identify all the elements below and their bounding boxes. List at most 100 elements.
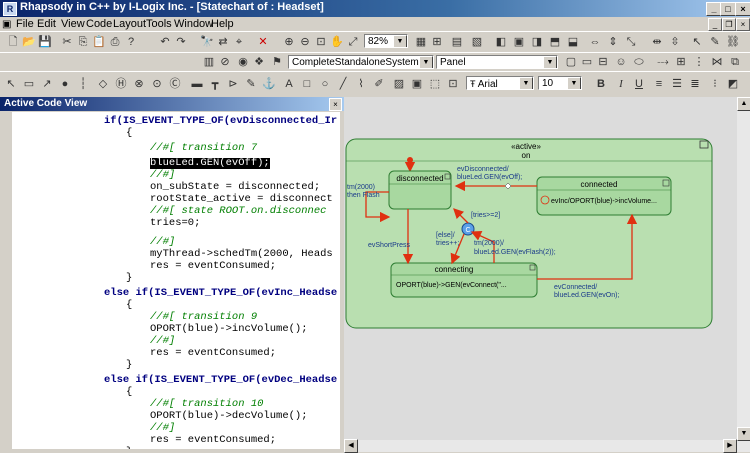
delete-icon[interactable]: ✕ <box>258 36 268 48</box>
history-icon[interactable]: Ⓗ <box>115 78 127 90</box>
line-tool-icon[interactable]: ╱ <box>339 78 347 90</box>
open-folder-icon[interactable]: 📂 <box>22 36 36 48</box>
mdi-restore-button[interactable]: ❐ <box>722 18 736 31</box>
copy-icon[interactable]: ⎘ <box>78 36 88 48</box>
state-on[interactable] <box>345 138 713 329</box>
ellipse-tool-icon[interactable]: ○ <box>321 78 329 90</box>
transition-evConnected[interactable] <box>537 213 638 280</box>
anchor-icon[interactable]: ⚓ <box>262 78 276 90</box>
zoom-area-icon[interactable]: ⊡ <box>316 36 326 48</box>
zoom-select[interactable]: 82% ▼ <box>364 34 408 48</box>
cut-icon[interactable]: ✂ <box>62 36 72 48</box>
align-right-icon[interactable]: ≣ <box>690 78 700 90</box>
and-line-icon[interactable]: ┆ <box>79 78 87 90</box>
same-width-icon[interactable]: ⇔ <box>589 36 601 48</box>
actor-icon[interactable]: ☺ <box>615 56 627 68</box>
menu-view[interactable]: View <box>61 18 85 30</box>
undo-icon[interactable]: ↶ <box>160 36 170 48</box>
code-editor[interactable]: if(IS_EVENT_TYPE_OF(evDisconnected_Ir { … <box>12 112 340 449</box>
join-bar-icon[interactable]: ▬ <box>191 78 203 90</box>
state-tool-icon[interactable]: ▭ <box>23 78 35 90</box>
find-icon[interactable]: 🔭 <box>200 36 214 48</box>
browser-icon[interactable]: ▤ <box>451 36 463 48</box>
snap-icon[interactable]: ⊞ <box>432 36 442 48</box>
rectangle-tool-icon[interactable]: □ <box>303 78 311 90</box>
layout-center-icon[interactable]: ▣ <box>513 36 525 48</box>
panel-select[interactable]: Panel ▼ <box>436 55 558 69</box>
select-icon[interactable]: ↖ <box>6 78 16 90</box>
scroll-up-icon[interactable]: ▲ <box>737 97 750 111</box>
help-icon[interactable]: ? <box>127 36 135 48</box>
scroll-left-icon[interactable]: ◀ <box>344 439 358 453</box>
dependency-icon[interactable]: ⤏ <box>657 56 669 68</box>
bullets-icon[interactable]: ⁝ <box>713 78 717 90</box>
stop-icon[interactable]: ⊘ <box>220 56 230 68</box>
maximize-button[interactable]: □ <box>720 2 736 16</box>
vertical-scrollbar[interactable]: ▲ ▼ <box>737 97 750 452</box>
features-icon[interactable]: ▧ <box>471 36 483 48</box>
condition-icon[interactable]: ◇ <box>98 78 108 90</box>
locate-icon[interactable]: ⌖ <box>235 36 243 48</box>
sequence-icon[interactable]: ⋮ <box>693 56 705 68</box>
fork-bar-icon[interactable]: ┳ <box>211 78 219 90</box>
grid-icon[interactable]: ▦ <box>415 36 427 48</box>
bold-button[interactable]: B <box>597 78 605 90</box>
doc-icon[interactable]: ▣ <box>2 19 12 30</box>
default-transition-icon[interactable]: ● <box>61 78 69 90</box>
scroll-down-icon[interactable]: ▼ <box>737 427 750 441</box>
close-button[interactable]: × <box>735 2 750 16</box>
align-center-icon[interactable]: ☰ <box>672 78 682 90</box>
state-connecting[interactable] <box>390 262 538 298</box>
zoom-out-icon[interactable]: ⊖ <box>300 36 310 48</box>
transition-tm-flash[interactable] <box>470 231 495 263</box>
transition-tm-loop[interactable] <box>365 191 391 223</box>
build-icon[interactable]: ▥ <box>203 56 215 68</box>
mdi-close-button[interactable]: × <box>736 18 750 31</box>
horizontal-scrollbar[interactable]: ◀ ▶ <box>344 439 737 453</box>
same-size-icon[interactable]: ⤡ <box>626 36 636 48</box>
pointer-icon[interactable]: ↖ <box>692 36 702 48</box>
polyline-tool-icon[interactable]: ⌇ <box>358 78 364 90</box>
save-icon[interactable]: 💾 <box>38 36 52 48</box>
termination-icon[interactable]: ⊗ <box>134 78 144 90</box>
menu-layout[interactable]: Layout <box>113 18 147 30</box>
transition-tool-icon[interactable]: ↗ <box>42 78 52 90</box>
redo-icon[interactable]: ↷ <box>176 36 186 48</box>
chevron-down-icon[interactable]: ▼ <box>419 56 433 68</box>
color-icon[interactable]: ◩ <box>727 78 739 90</box>
pan-hand-icon[interactable]: ✋ <box>330 36 344 48</box>
free-shape-icon[interactable]: ✐ <box>374 78 384 90</box>
statechart-canvas[interactable]: «active» on disconnected connected evInc… <box>344 97 737 452</box>
align-bottom-icon[interactable]: ⬓ <box>567 36 579 48</box>
junction-icon[interactable]: ⊙ <box>152 78 162 90</box>
class-icon[interactable]: ▢ <box>565 56 577 68</box>
object-icon[interactable]: ▭ <box>581 56 593 68</box>
zoom-in-icon[interactable]: ⊕ <box>284 36 294 48</box>
image-tool-icon[interactable]: ▨ <box>393 78 405 90</box>
stamp-tool-icon[interactable]: ⬚ <box>429 78 441 90</box>
menu-code[interactable]: Code <box>86 18 113 30</box>
text-tool-icon[interactable]: A <box>285 78 293 90</box>
state-disconnected[interactable] <box>388 170 452 210</box>
component-icon[interactable]: ⊞ <box>676 56 686 68</box>
note-tool-icon[interactable]: ✎ <box>246 78 256 90</box>
menu-tools[interactable]: Tools <box>146 18 172 30</box>
configuration-select[interactable]: CompleteStandaloneSystem ▼ <box>288 55 434 69</box>
same-height-icon[interactable]: ⇕ <box>608 36 618 48</box>
transition-else[interactable] <box>450 233 465 265</box>
chevron-down-icon[interactable]: ▼ <box>393 35 407 47</box>
chevron-down-icon[interactable]: ▼ <box>519 77 533 89</box>
layout-left-icon[interactable]: ◧ <box>495 36 507 48</box>
italic-button[interactable]: I <box>619 78 623 90</box>
print-icon[interactable]: ⎙ <box>110 36 120 48</box>
note-icon[interactable]: ✎ <box>710 36 720 48</box>
usecase-icon[interactable]: ⬭ <box>634 56 644 68</box>
deployment-icon[interactable]: ⧉ <box>731 56 739 68</box>
font-select[interactable]: Ŧ Arial ▼ <box>466 76 534 90</box>
new-file-icon[interactable]: 🗋 <box>8 36 18 48</box>
package-icon[interactable]: ⊟ <box>598 56 608 68</box>
send-action-icon[interactable]: ⊳ <box>228 78 238 90</box>
align-left-icon[interactable]: ≡ <box>655 78 663 90</box>
menu-window[interactable]: Window <box>174 18 214 30</box>
mdi-minimize-button[interactable]: _ <box>708 18 722 31</box>
